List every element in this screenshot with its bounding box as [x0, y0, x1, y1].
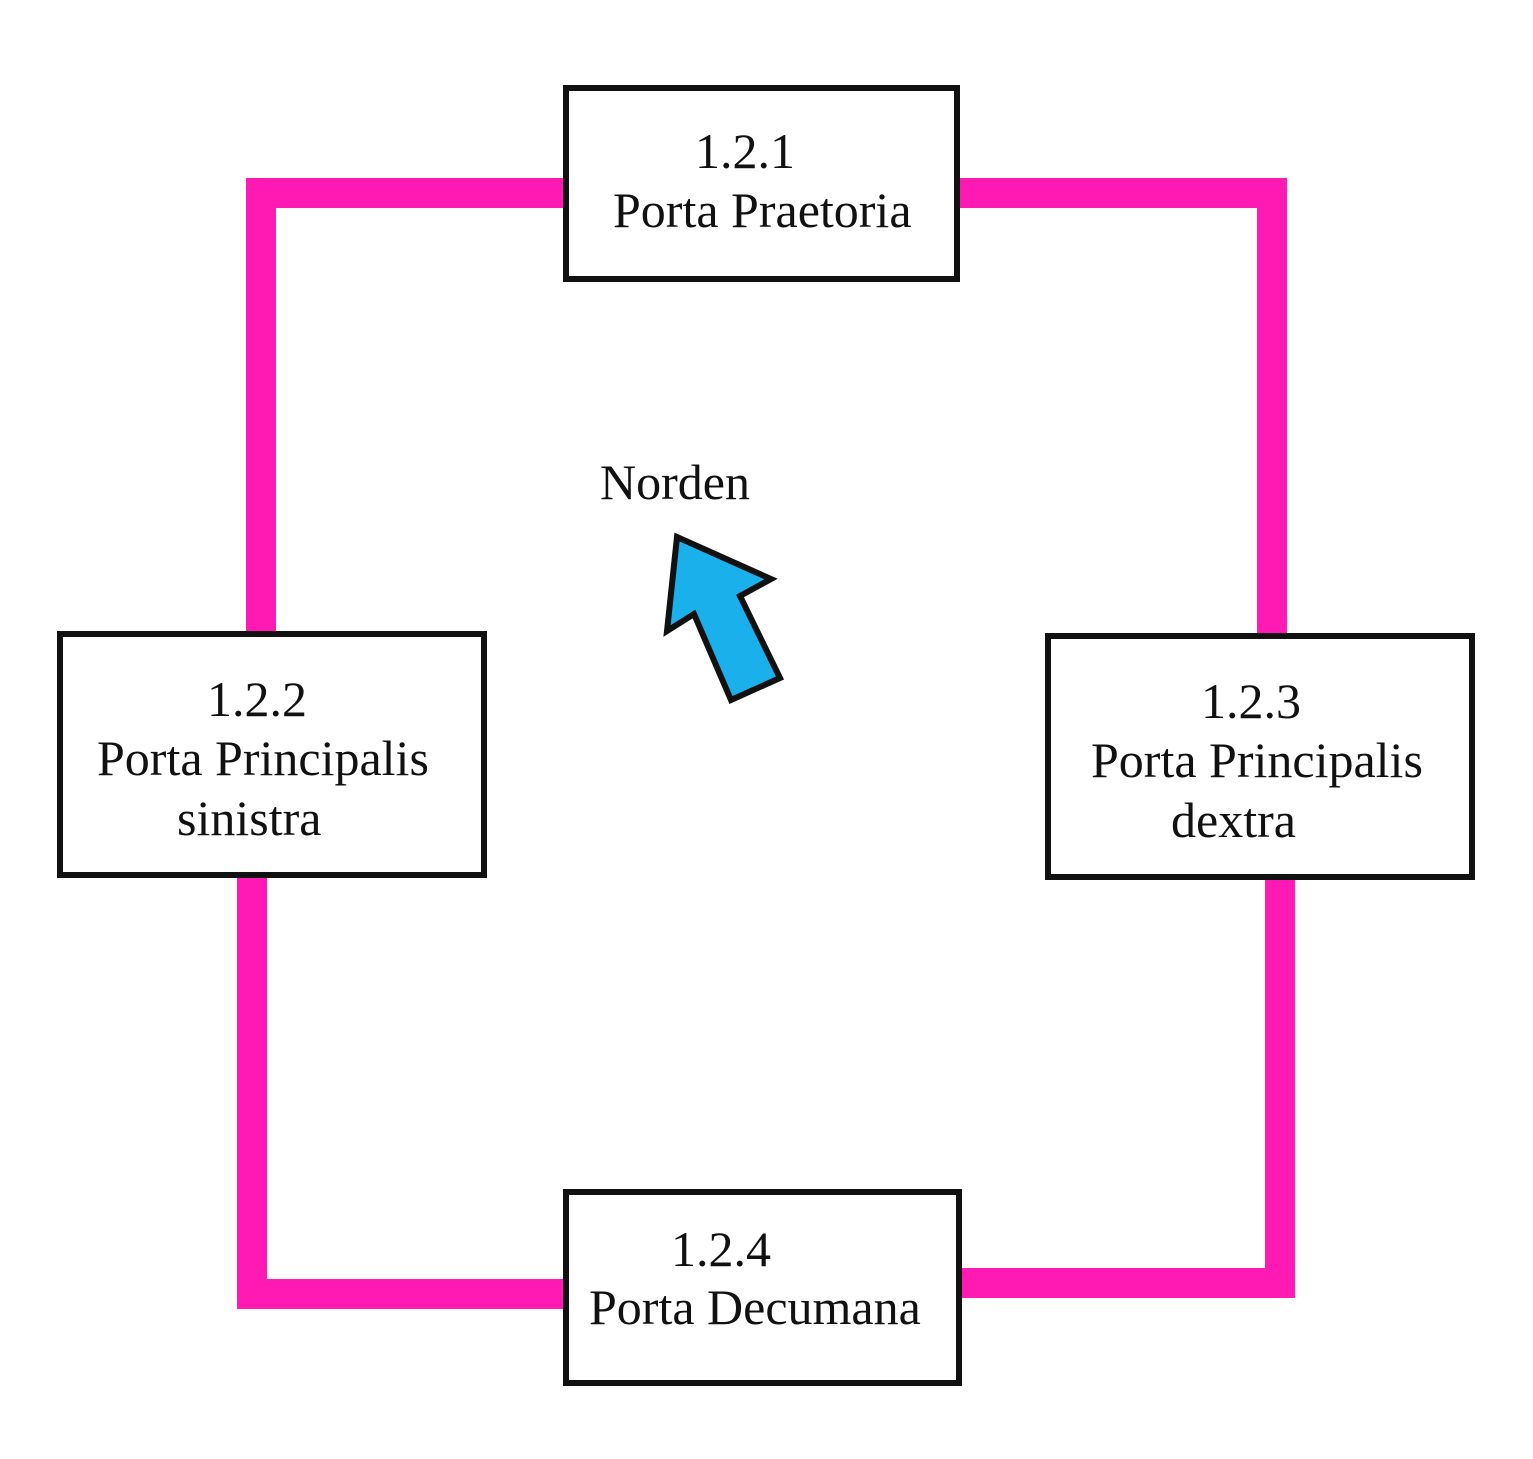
gate-name: Porta Praetoria: [613, 182, 912, 238]
gate-name: Porta Decumana: [589, 1279, 921, 1335]
north-label: Norden: [600, 454, 750, 510]
gate-porta-decumana: 1.2.4 Porta Decumana: [563, 1189, 962, 1386]
wall-south-west: [237, 872, 563, 1309]
gate-code: 1.2.3: [1201, 673, 1301, 729]
wall-north-west: [246, 178, 563, 637]
north-arrow-shape: [663, 532, 785, 704]
gate-name: Porta Principalis: [1091, 732, 1423, 788]
gate-code: 1.2.4: [671, 1221, 771, 1277]
gate-porta-principalis-dextra: 1.2.3 Porta Principalis dextra: [1045, 633, 1475, 880]
wall-south-east: [960, 872, 1295, 1298]
gate-porta-principalis-sinistra: 1.2.2 Porta Principalis sinistra: [57, 631, 487, 878]
gate-name-line2: dextra: [1171, 792, 1296, 848]
gate-name-line2: sinistra: [177, 790, 322, 846]
gate-name: Porta Principalis: [97, 730, 429, 786]
wall-north-east: [958, 178, 1287, 637]
gate-code: 1.2.2: [207, 671, 307, 727]
gate-porta-praetoria: 1.2.1 Porta Praetoria: [563, 85, 960, 282]
gate-code: 1.2.1: [695, 123, 795, 179]
